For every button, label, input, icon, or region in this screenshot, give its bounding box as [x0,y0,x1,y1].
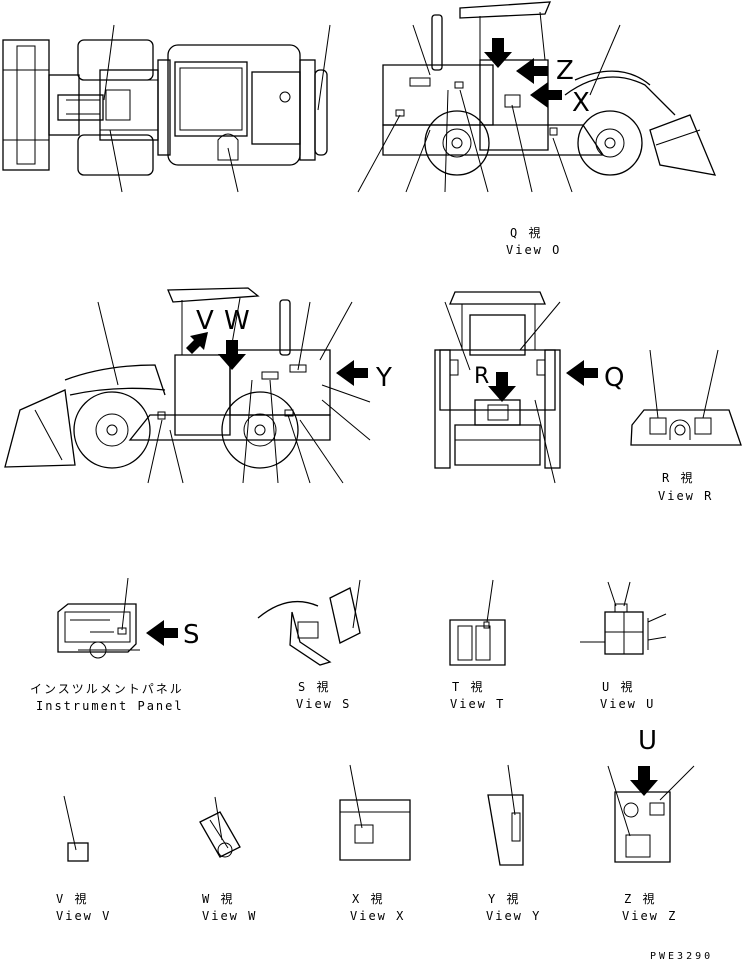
drawing-code: PWE3290 [650,951,714,962]
view-u-jp-label: U 視 [602,680,635,694]
instrument-panel-detail [57,577,178,659]
view-r-jp-label: R 視 [662,471,695,485]
view-y-jp-label: Y 視 [488,892,521,906]
view-z-detail [607,765,695,863]
view-u-en-label: View U [600,697,656,711]
left-side-view [4,287,371,484]
top-plan-view [2,24,331,193]
arrow-letter-z: Z [556,56,574,86]
view-x-detail [339,764,411,861]
arrow-letter-q: Q [604,363,625,393]
arrow-letter-w: W [224,306,250,336]
view-t-en-label: View T [450,697,506,711]
view-v-en-label: View V [56,909,112,923]
view-s-jp-label: S 視 [298,680,331,694]
arrow-letter-x: X [572,88,590,118]
view-z-jp-label: Z 視 [624,892,657,906]
right-side-view [357,1,717,193]
view-v-jp-label: V 視 [56,892,89,906]
arrow-letter-v: V [196,306,214,336]
view-r-detail [630,349,742,446]
instrument-panel-jp-label: インスツルメントパネル [30,682,184,696]
view-z-en-label: View Z [622,909,678,923]
view-r-en-label: View R [658,489,714,503]
view-x-en-label: View X [350,909,406,923]
view-t-detail [449,579,506,666]
view-u-detail [580,581,667,655]
view-y-detail [487,764,524,866]
view-x-jp-label: X 視 [352,892,385,906]
view-w-jp-label: W 視 [202,892,235,906]
arrow-letter-r: R [474,364,490,389]
arrow-letter-u: U [638,726,658,756]
view-w-en-label: View W [202,909,258,923]
view-q-jp-label: Q 視 [510,226,543,240]
arrow-letter-y: Y [376,363,392,393]
view-y-en-label: View Y [486,909,542,923]
view-s-detail [257,579,361,666]
view-w-detail [199,796,241,858]
view-t-jp-label: T 視 [452,680,485,694]
view-q-en-label: View O [506,243,562,257]
instrument-panel-en-label: Instrument Panel [36,699,184,713]
view-v-detail [63,795,89,862]
rear-view [434,291,598,484]
view-s-en-label: View S [296,697,352,711]
arrow-letter-s: S [183,620,200,650]
